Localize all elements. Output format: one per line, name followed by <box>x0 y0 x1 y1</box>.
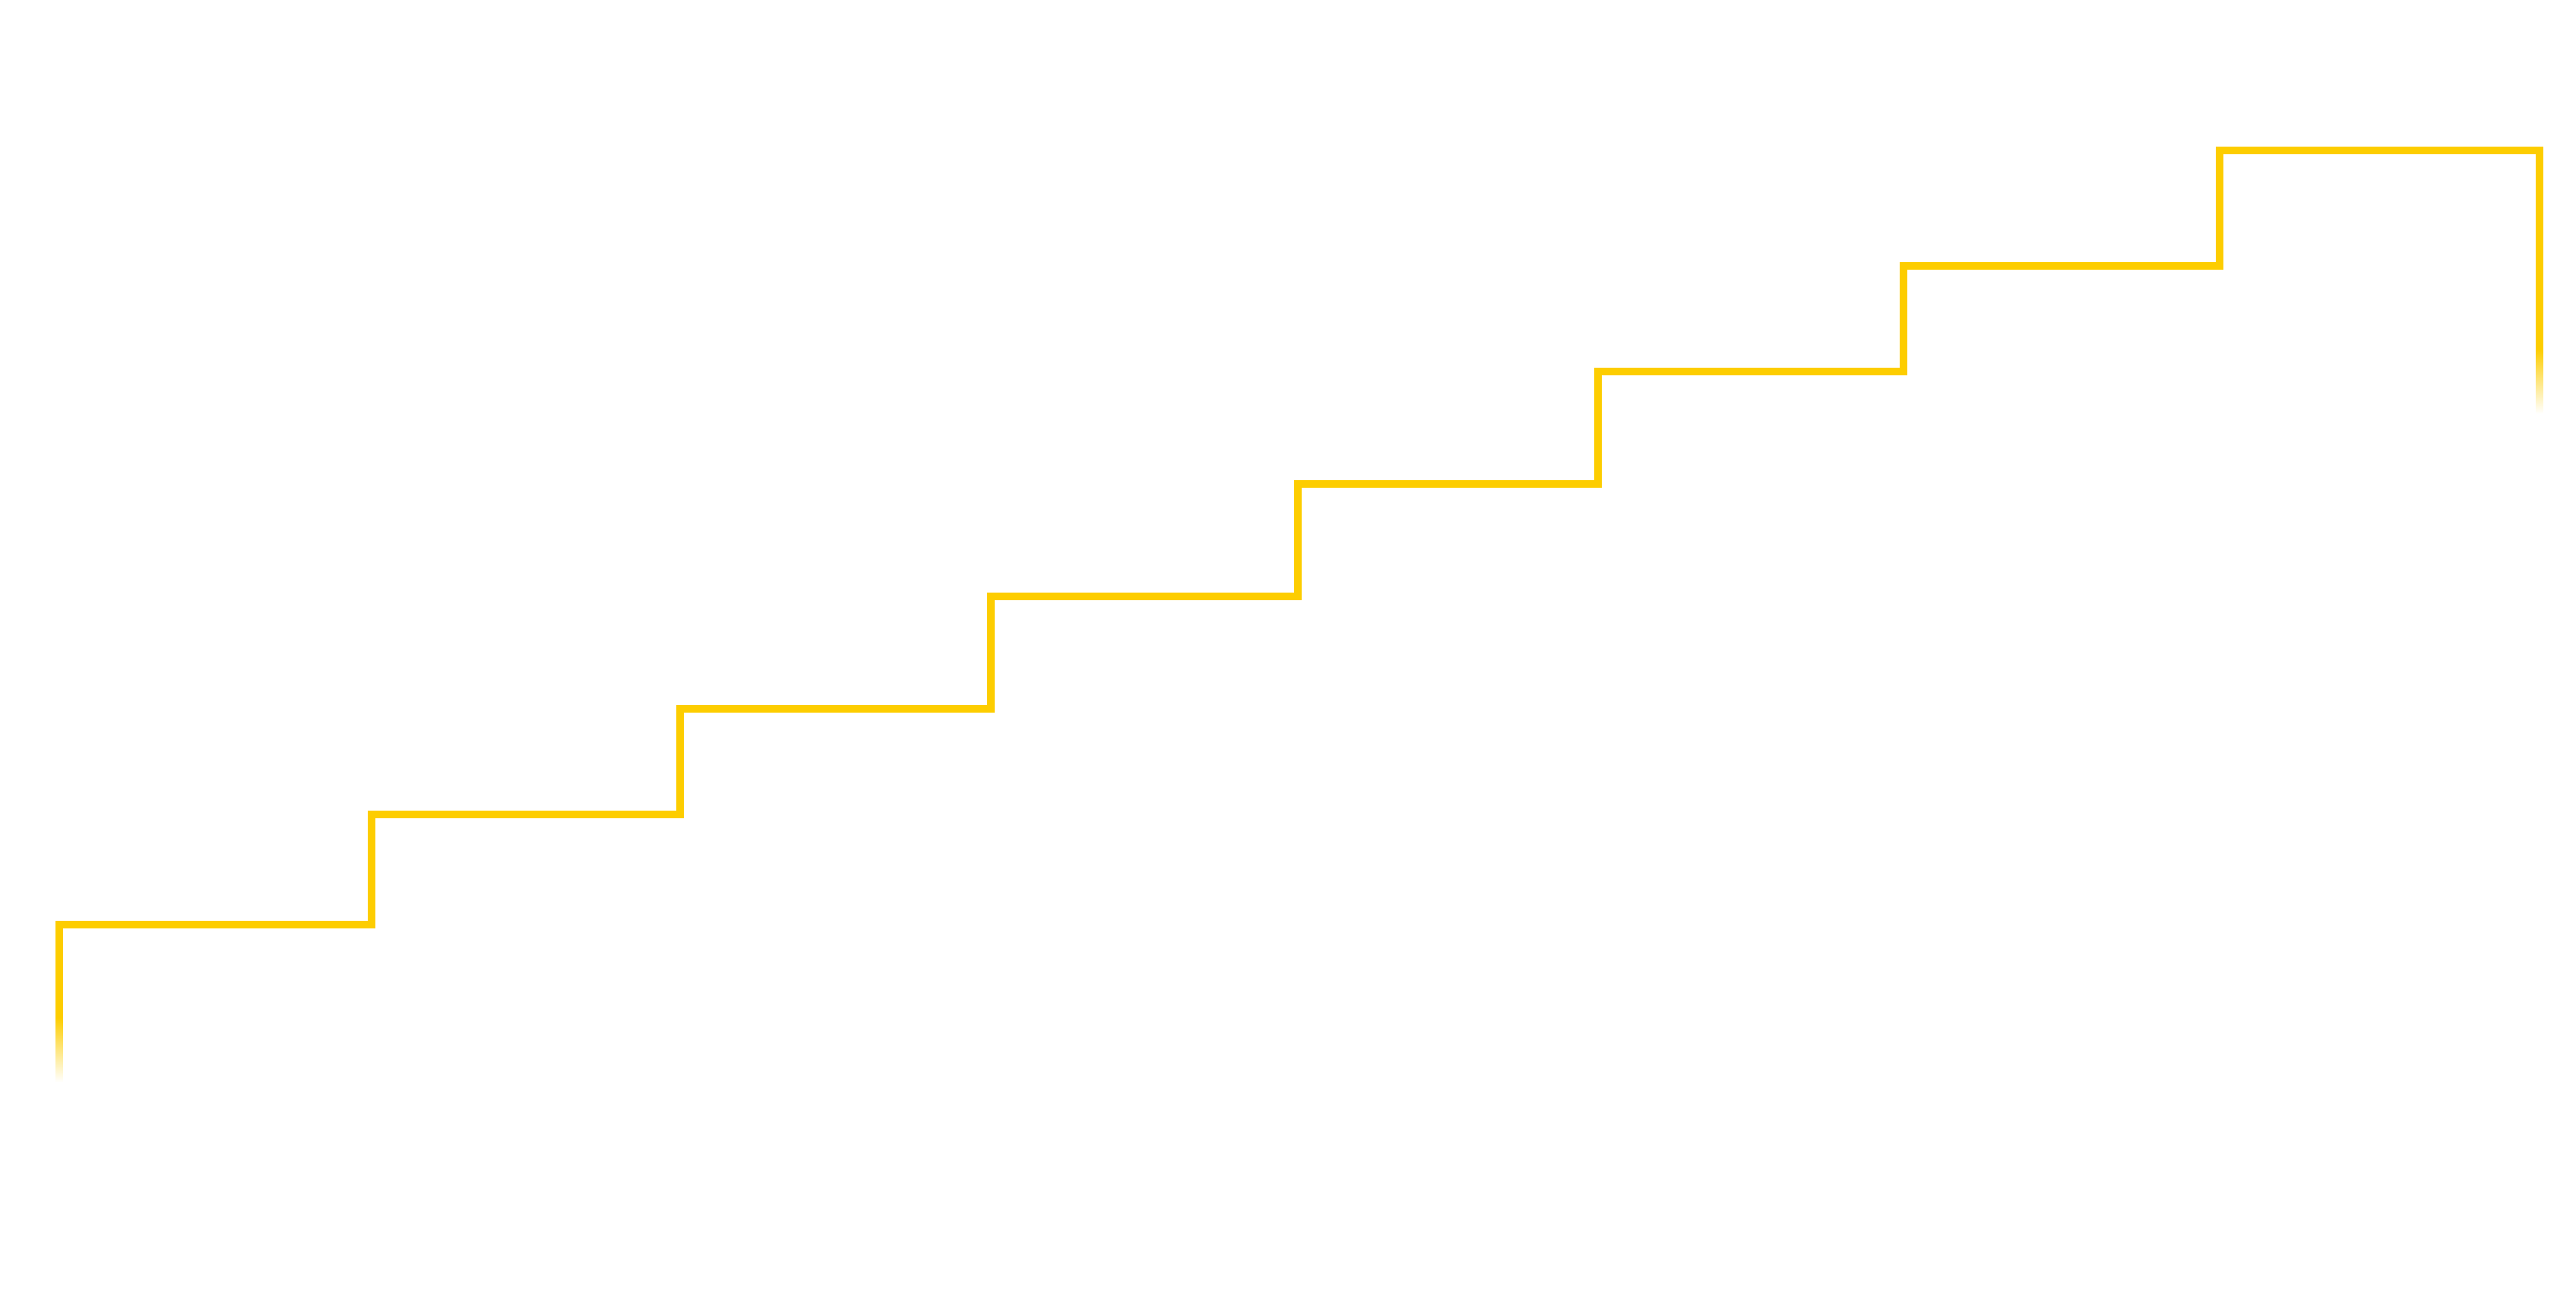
left-fade-end <box>55 1018 63 1083</box>
right-fade-end <box>2536 349 2543 414</box>
staircase-line <box>55 147 2543 1018</box>
